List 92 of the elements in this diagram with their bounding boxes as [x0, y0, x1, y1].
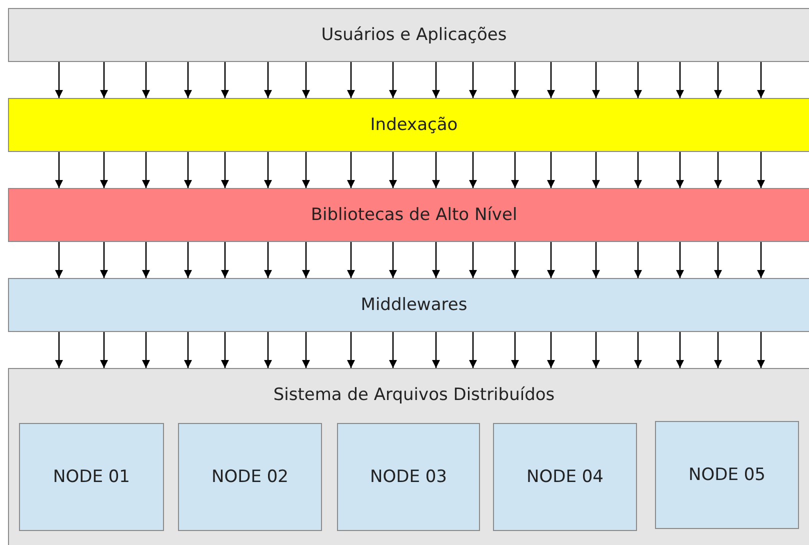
arrow — [757, 62, 765, 98]
arrow — [676, 242, 684, 278]
layer-label: Indexação — [370, 115, 458, 135]
arrow — [676, 332, 684, 368]
node-box — [655, 421, 799, 529]
arrow — [389, 242, 397, 278]
layer-band — [8, 8, 809, 62]
arrow — [302, 62, 310, 98]
arrow — [469, 242, 477, 278]
arrow — [511, 152, 519, 188]
node-label: NODE 05 — [688, 465, 766, 485]
arrow — [100, 152, 108, 188]
arrow — [547, 152, 555, 188]
arrow — [432, 152, 440, 188]
arrow — [347, 332, 355, 368]
arrow — [55, 62, 63, 98]
arrow — [714, 242, 722, 278]
arrow — [142, 152, 150, 188]
arrow — [592, 152, 600, 188]
layer-band — [8, 278, 809, 332]
arrow — [547, 332, 555, 368]
arrow — [100, 62, 108, 98]
arrow — [184, 152, 192, 188]
arrow — [634, 62, 642, 98]
arrow — [389, 152, 397, 188]
node-label: NODE 03 — [370, 467, 447, 487]
layer-band — [8, 188, 809, 242]
arrow — [757, 242, 765, 278]
arrow — [469, 332, 477, 368]
arrow — [432, 242, 440, 278]
node-label: NODE 02 — [212, 467, 288, 487]
arrow — [634, 332, 642, 368]
arrow — [469, 152, 477, 188]
arrow — [221, 332, 229, 368]
node-label: NODE 01 — [53, 467, 130, 487]
node-box — [19, 423, 164, 531]
arrow — [100, 242, 108, 278]
arrow — [757, 332, 765, 368]
arrow — [634, 242, 642, 278]
arrow — [264, 332, 272, 368]
arrow — [347, 62, 355, 98]
arrow — [142, 242, 150, 278]
layer-band — [8, 368, 809, 545]
arrow — [264, 62, 272, 98]
arrow — [432, 62, 440, 98]
arrow — [302, 242, 310, 278]
node-label: NODE 04 — [526, 467, 604, 487]
arrow — [55, 332, 63, 368]
layer-label: Bibliotecas de Alto Nível — [310, 205, 518, 225]
arrow — [676, 62, 684, 98]
arrow — [714, 332, 722, 368]
arrow — [676, 152, 684, 188]
node-box — [178, 423, 322, 531]
arrow — [142, 332, 150, 368]
arrow — [389, 62, 397, 98]
arrow — [634, 152, 642, 188]
arrow — [511, 62, 519, 98]
arrow — [547, 242, 555, 278]
arrow — [55, 242, 63, 278]
arrow — [714, 62, 722, 98]
arrow — [757, 152, 765, 188]
arrow — [592, 62, 600, 98]
node-box — [493, 423, 637, 531]
layer-label: Sistema de Arquivos Distribuídos — [272, 385, 556, 405]
arrow — [221, 62, 229, 98]
arrow — [221, 242, 229, 278]
arrow — [714, 152, 722, 188]
arrow — [592, 242, 600, 278]
arrow — [142, 62, 150, 98]
arrow — [347, 152, 355, 188]
arrow — [592, 332, 600, 368]
arrow — [511, 332, 519, 368]
layer-label: Usuários e Aplicações — [321, 25, 507, 45]
arrow — [469, 62, 477, 98]
arrow — [184, 332, 192, 368]
arrow — [184, 62, 192, 98]
node-box — [337, 423, 480, 531]
arrow — [432, 332, 440, 368]
arrow — [184, 242, 192, 278]
arrow — [100, 332, 108, 368]
layer-band — [8, 98, 809, 152]
arrow — [389, 332, 397, 368]
arrow — [55, 152, 63, 188]
arrow — [547, 62, 555, 98]
arrow — [264, 152, 272, 188]
arrow — [347, 242, 355, 278]
arrow — [221, 152, 229, 188]
layer-label: Middlewares — [360, 295, 468, 315]
arrow — [302, 152, 310, 188]
arrow — [264, 242, 272, 278]
arrow — [302, 332, 310, 368]
arrow — [511, 242, 519, 278]
